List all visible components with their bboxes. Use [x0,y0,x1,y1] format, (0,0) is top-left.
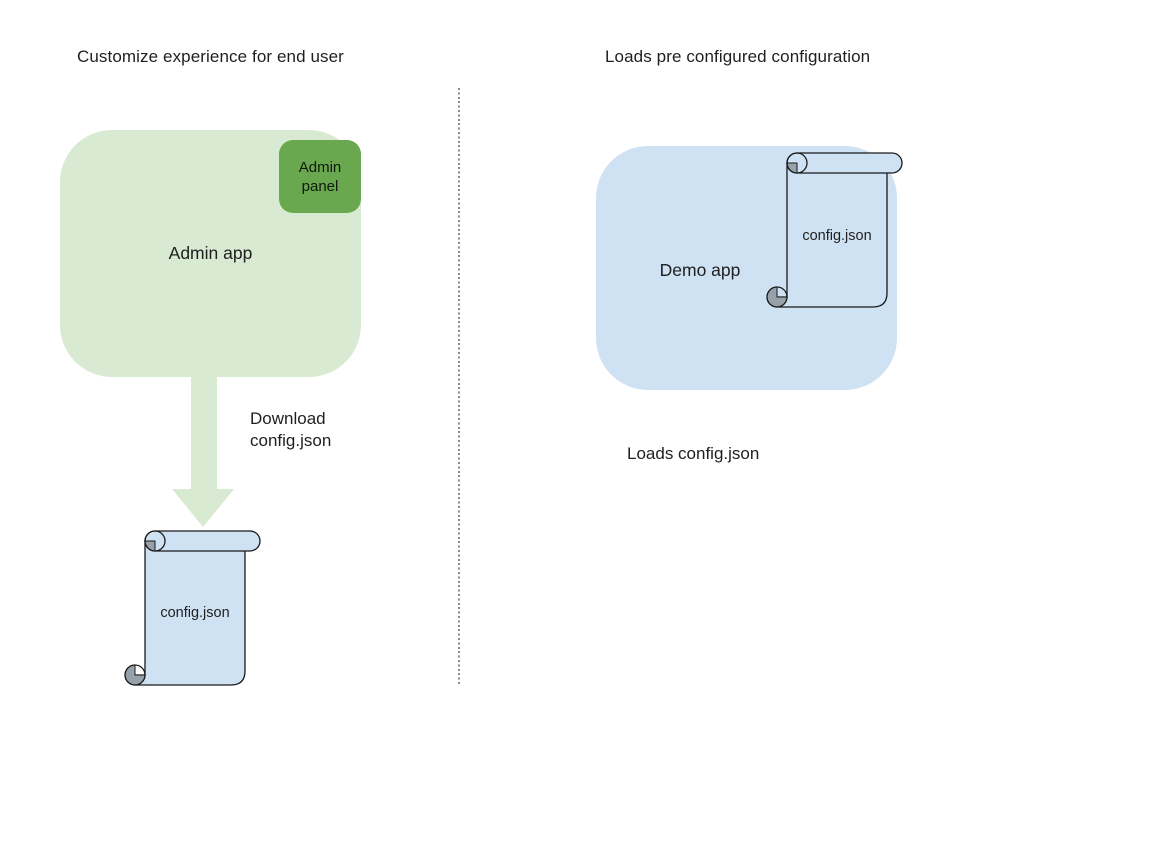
download-arrow-label: Download config.json [250,409,332,450]
admin-app-label: Admin app [168,243,253,263]
section-divider [458,88,460,685]
download-arrow-icon [172,377,234,527]
loads-config-caption: Loads config.json [627,444,760,463]
config-json-label: config.json [802,228,872,244]
left-section-title: Customize experience for end user [77,47,344,66]
admin-panel-label: Admin panel [298,158,342,195]
right-section-title: Loads pre configured configuration [605,47,871,66]
demo-app-label: Demo app [659,260,741,280]
config-json-scroll-icon [124,530,261,686]
config-json-label: config.json [160,605,230,621]
config-json-scroll-icon [766,152,903,308]
admin-panel-badge: Admin panel [279,140,361,213]
